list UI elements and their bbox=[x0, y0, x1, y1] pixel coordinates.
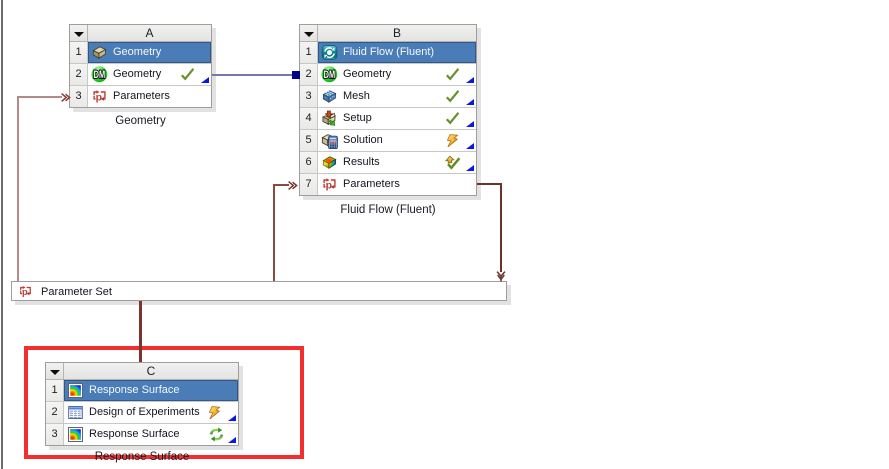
svg-text:p: p bbox=[22, 287, 28, 297]
svg-text:DM: DM bbox=[324, 69, 336, 81]
svg-text:p: p bbox=[96, 91, 102, 103]
svg-text:p: p bbox=[326, 179, 332, 191]
svg-text:DM: DM bbox=[94, 69, 106, 81]
